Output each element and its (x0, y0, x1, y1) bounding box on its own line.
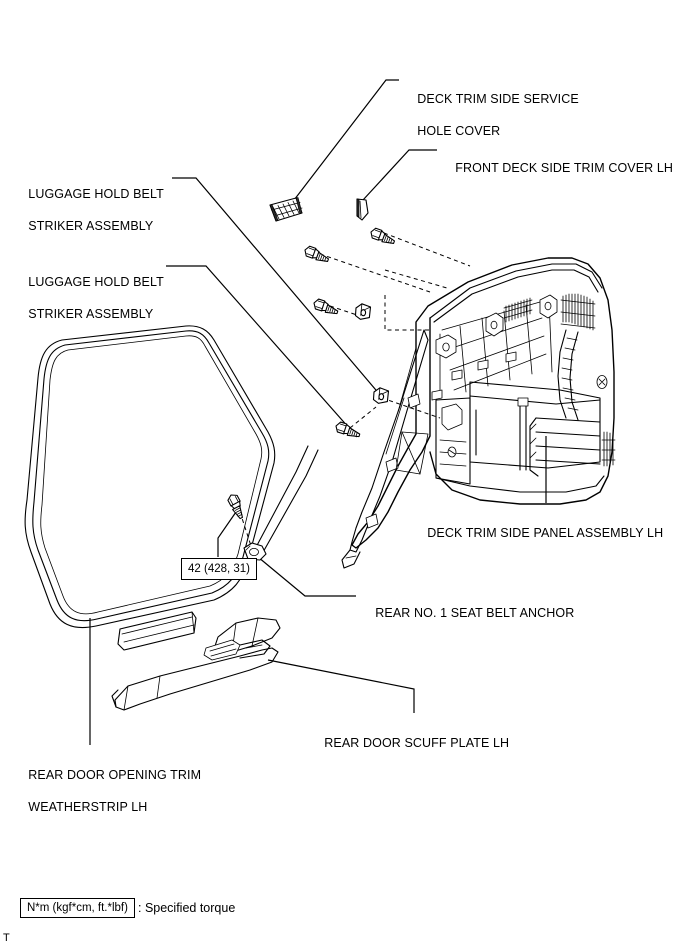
label-deck-trim-side-service-hole-cover: DECK TRIM SIDE SERVICE HOLE COVER (403, 75, 579, 155)
assembly-axis-corner-guide-2 (384, 269, 448, 289)
leader-rear-no-1-seat-belt-anchor (257, 556, 356, 597)
label-line: STRIKER ASSEMBLY (28, 307, 154, 321)
label-luggage-hold-belt-striker-assembly-upper: LUGGAGE HOLD BELT STRIKER ASSEMBLY (14, 170, 164, 250)
torque-legend: N*m (kgf*cm, ft.*lbf) : Specified torque (20, 898, 235, 918)
leader-deck-trim-side-service-hole-cover (290, 79, 399, 205)
leader-luggage-hold-belt-striker-upper (172, 177, 382, 397)
torque-legend-text: : Specified torque (138, 901, 235, 915)
fastener-bolt-service-cover (302, 244, 331, 265)
torque-value: 42 (428, 31) (188, 563, 251, 575)
assembly-axis-belt-anchor (239, 511, 253, 550)
part-rear-door-scuff-plate-lh (111, 617, 281, 711)
leader-torque-callout (217, 511, 237, 557)
assembly-axis-striker-lower (349, 406, 377, 429)
label-rear-door-scuff-plate-lh: REAR DOOR SCUFF PLATE LH (310, 719, 509, 767)
label-line: REAR DOOR SCUFF PLATE LH (324, 736, 510, 750)
fastener-bolt-seat-belt-anchor (225, 492, 248, 521)
leader-rear-door-scuff-plate-lh (267, 659, 415, 713)
label-rear-door-opening-trim-weatherstrip-lh: REAR DOOR OPENING TRIM WEATHERSTRIP LH (14, 751, 201, 831)
label-rear-no-1-seat-belt-anchor: REAR NO. 1 SEAT BELT ANCHOR (361, 589, 574, 637)
label-line: STRIKER ASSEMBLY (28, 219, 154, 233)
label-line: REAR NO. 1 SEAT BELT ANCHOR (375, 606, 575, 620)
torque-legend-key: N*m (kgf*cm, ft.*lbf) (20, 898, 135, 918)
fastener-bolt-striker-upper (311, 297, 341, 317)
part-rear-door-opening-trim-weatherstrip-lh (24, 325, 276, 629)
assembly-axis-striker-upper (329, 305, 364, 318)
fastener-bolt-striker-lower (333, 420, 363, 440)
assembly-axis-service-cover-bolt (319, 253, 431, 293)
label-line: DECK TRIM SIDE PANEL ASSEMBLY LH (427, 526, 664, 540)
part-deck-trim-side-service-hole-cover (269, 197, 303, 222)
leader-front-deck-side-trim-cover-lh (362, 149, 437, 201)
torque-value-box: 42 (428, 31) (181, 558, 258, 580)
legend-separator: : (137, 901, 142, 915)
part-rear-no-1-seat-belt-anchor (243, 445, 319, 561)
label-deck-trim-side-panel-assembly-lh: DECK TRIM SIDE PANEL ASSEMBLY LH (413, 509, 663, 557)
label-line: DECK TRIM SIDE SERVICE (417, 92, 579, 106)
part-filler-trim-block (117, 611, 197, 651)
part-front-deck-side-trim-cover-lh (356, 198, 369, 221)
label-line: HOLE COVER (417, 124, 501, 138)
page-corner-mark: T (3, 932, 10, 944)
label-luggage-hold-belt-striker-assembly-lower: LUGGAGE HOLD BELT STRIKER ASSEMBLY (14, 258, 164, 338)
part-luggage-hold-belt-striker-upper (354, 302, 372, 321)
label-line: FRONT DECK SIDE TRIM COVER LH (455, 161, 674, 175)
legend-description: Specified torque (144, 901, 236, 915)
label-line: LUGGAGE HOLD BELT (28, 275, 164, 289)
label-line: LUGGAGE HOLD BELT (28, 187, 164, 201)
label-line: REAR DOOR OPENING TRIM (28, 768, 202, 782)
label-front-deck-side-trim-cover-lh: FRONT DECK SIDE TRIM COVER LH (441, 144, 673, 192)
part-deck-trim-side-panel-assembly-lh (341, 257, 616, 569)
label-line: WEATHERSTRIP LH (28, 800, 148, 814)
leader-luggage-hold-belt-striker-lower (166, 265, 358, 438)
assembly-axis-front-cover-bolt (383, 232, 471, 267)
